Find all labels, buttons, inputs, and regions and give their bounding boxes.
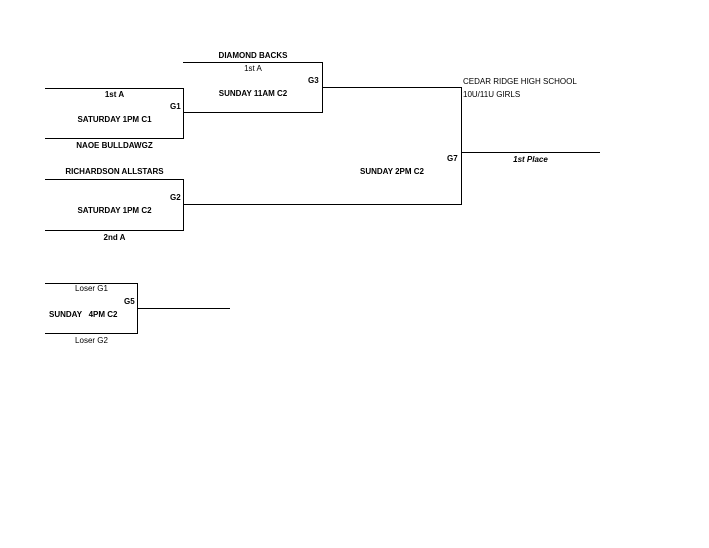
g3-label: G3 [308, 76, 319, 85]
g5-result-line [137, 308, 230, 309]
division-title: 10U/11U GIRLS [463, 90, 521, 99]
g5-label: G5 [124, 297, 135, 306]
g1-right-line [183, 88, 184, 139]
first-place-label: 1st Place [513, 155, 548, 164]
g1-to-g3-line [183, 112, 323, 113]
g3-top-line [183, 62, 323, 63]
g2-bottom-line [45, 230, 184, 231]
g1-top-team: 1st A [104, 90, 125, 99]
g2-to-g7-line [183, 204, 461, 205]
g3-time: SUNDAY 11AM C2 [218, 89, 288, 98]
g2-right-line [183, 179, 184, 231]
g1-bottom-team: NAOE BULLDAWGZ [76, 141, 153, 150]
g3-seed: 1st A [244, 64, 262, 73]
g5-top-line [45, 283, 138, 284]
g5-top-team: Loser G1 [75, 284, 108, 293]
g7-right-line [461, 87, 462, 205]
g7-time: SUNDAY 2PM C2 [359, 167, 425, 176]
g2-top-line [45, 179, 184, 180]
first-place-line [461, 152, 600, 153]
g1-bottom-line [45, 138, 184, 139]
g5-bottom-line [45, 333, 138, 334]
g7-top-line [322, 87, 462, 88]
g2-top-team: RICHARDSON ALLSTARS [65, 167, 164, 176]
g5-bottom-team: Loser G2 [75, 336, 108, 345]
g1-time: SATURDAY 1PM C1 [77, 115, 152, 124]
g2-time: SATURDAY 1PM C2 [77, 206, 152, 215]
g7-label: G7 [447, 154, 458, 163]
g1-label: G1 [170, 102, 181, 111]
g3-top-team: DIAMOND BACKS [218, 51, 288, 60]
g2-label: G2 [170, 193, 181, 202]
school-title: CEDAR RIDGE HIGH SCHOOL [463, 77, 577, 86]
g5-time: SUNDAY 4PM C2 [49, 310, 118, 319]
g2-bottom-team: 2nd A [103, 233, 126, 242]
g1-top-line [45, 88, 184, 89]
